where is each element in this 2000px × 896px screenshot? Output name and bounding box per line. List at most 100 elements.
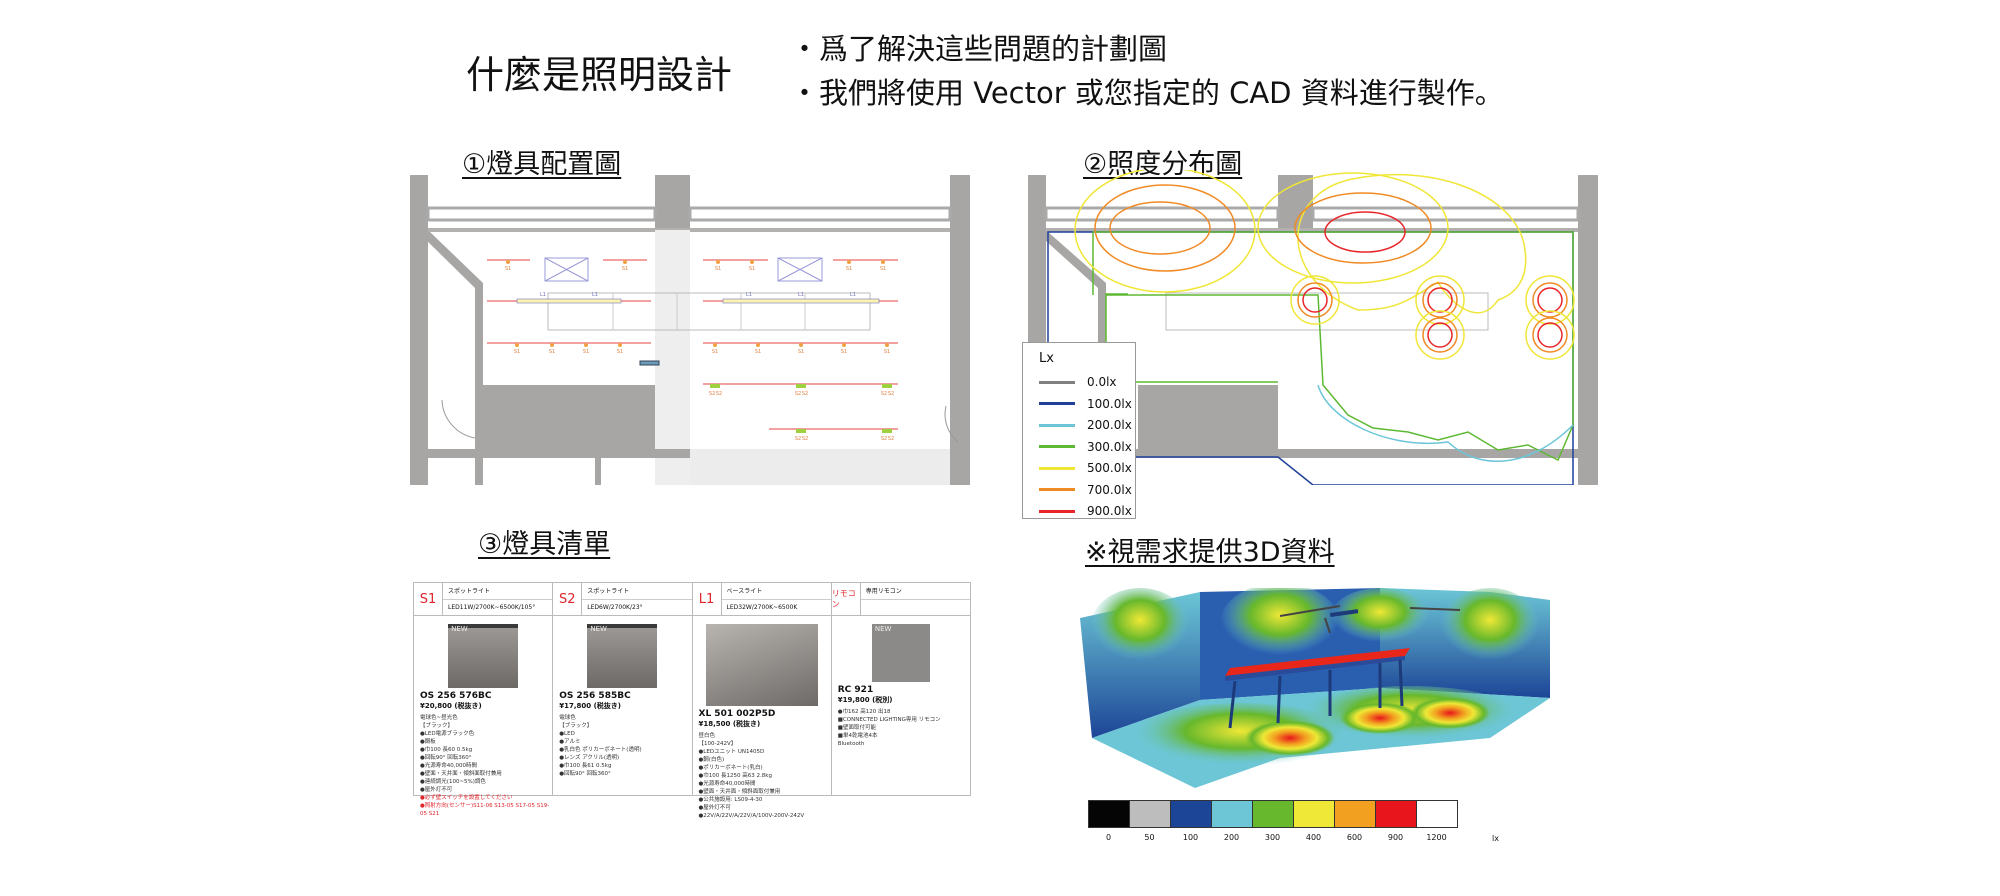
s1-label: S1 bbox=[505, 266, 511, 272]
s1-label: S1 bbox=[841, 349, 847, 355]
product-image: NEW bbox=[448, 624, 519, 688]
detail-line: 電球色 bbox=[559, 715, 576, 721]
s1-spotlight-icon bbox=[623, 260, 627, 264]
contour-900 bbox=[1427, 322, 1453, 348]
s1-spotlight-icon bbox=[750, 260, 754, 264]
color-scale-swatch bbox=[1212, 801, 1253, 827]
legend-swatch bbox=[1039, 423, 1075, 427]
legend-swatch bbox=[1039, 402, 1075, 405]
product-spec: LED32W/2700K~6500K bbox=[726, 603, 798, 611]
color-scale-swatch bbox=[1417, 801, 1457, 827]
product-details: 昼白色【100-242V】●LEDユニット UN1405D●鋼(白色)●ポリカー… bbox=[699, 732, 831, 820]
legend-label: 200.0lx bbox=[1087, 418, 1132, 432]
s1-spotlight-icon bbox=[515, 343, 519, 347]
contour-900 bbox=[1537, 287, 1563, 313]
legend-item: 100.0lx bbox=[1039, 397, 1132, 411]
color-scale-swatch bbox=[1171, 801, 1212, 827]
s1-label: S1 bbox=[622, 266, 628, 272]
s1-spotlight-icon bbox=[618, 343, 622, 347]
s2-label: S2 bbox=[802, 436, 808, 442]
product-image: NEW bbox=[871, 624, 930, 682]
product-code: L1 bbox=[693, 583, 722, 615]
color-scale-label: 400 bbox=[1305, 833, 1322, 842]
color-scale-swatch bbox=[1089, 801, 1130, 827]
contour-500 bbox=[1525, 310, 1575, 360]
contour-500 bbox=[1415, 310, 1465, 360]
detail-line: ●LEDユニット UN1405D bbox=[698, 749, 765, 755]
warning-line: ●必ず壁スイッチを設置してください bbox=[420, 795, 513, 801]
s2-label: S2 bbox=[881, 391, 887, 397]
s1-spotlight-icon bbox=[799, 343, 803, 347]
l1-label: L1 bbox=[540, 292, 546, 298]
s2-label: S2 bbox=[709, 391, 715, 397]
product-price: ¥17,800 (税抜き) bbox=[559, 702, 621, 710]
detail-line: ●光源寿命40,000時間 bbox=[420, 763, 478, 769]
product-type: スポットライト bbox=[582, 583, 692, 600]
legend-item: 900.0lx bbox=[1039, 504, 1132, 518]
color-scale-swatch bbox=[1253, 801, 1294, 827]
legend-label: 900.0lx bbox=[1087, 504, 1132, 518]
l1-label: L1 bbox=[798, 292, 804, 298]
contour-500 bbox=[1525, 275, 1575, 325]
legend-swatch bbox=[1039, 445, 1075, 448]
detail-line: ●壁面・天井面・傾斜面取付兼用 bbox=[420, 771, 502, 777]
section-title-distribution: ②照度分布圖 bbox=[1083, 149, 1243, 180]
product-model: RC 921 bbox=[837, 685, 874, 695]
color-scale-swatch bbox=[1130, 801, 1171, 827]
product-code: リモコン bbox=[832, 583, 861, 615]
s1-label: S1 bbox=[617, 349, 623, 355]
s2-label: S2 bbox=[802, 391, 808, 397]
s1-label: S1 bbox=[755, 349, 761, 355]
s1-label: S1 bbox=[798, 349, 804, 355]
floor-plan-walls bbox=[410, 175, 970, 485]
detail-line: ●レンズ アクリル(透明) bbox=[559, 755, 620, 761]
detail-line: ●巾100 長1250 高63 2.8kg bbox=[698, 773, 772, 779]
s1-spotlight-icon bbox=[847, 260, 851, 264]
s1-spotlight-icon bbox=[881, 260, 885, 264]
s2-label: S2 bbox=[881, 436, 887, 442]
product-spec: LED6W/2700K/23° bbox=[587, 603, 643, 611]
legend-item: 300.0lx bbox=[1039, 440, 1132, 454]
contour-900 bbox=[1302, 287, 1328, 313]
color-scale-swatch bbox=[1335, 801, 1376, 827]
s2-label: S2 bbox=[795, 391, 801, 397]
product-code: S1 bbox=[414, 583, 443, 615]
detail-line: ●光源寿命40,000時間 bbox=[698, 781, 756, 787]
color-scale-label: 50 bbox=[1144, 833, 1155, 842]
bullet-purpose: 爲了解決這些問題的計劃圖 bbox=[790, 26, 1167, 68]
product-model: OS 256 576BC bbox=[420, 691, 492, 701]
detail-line: ■壁面取付可能 bbox=[837, 725, 876, 731]
detail-line: ●鋼板 bbox=[420, 739, 436, 745]
product-type: スポットライト bbox=[443, 583, 553, 600]
s2-spotlight-icon bbox=[710, 384, 720, 388]
legend-item: 0.0lx bbox=[1039, 375, 1117, 389]
s1-label: S1 bbox=[884, 349, 890, 355]
legend-swatch bbox=[1039, 509, 1075, 513]
s1-spotlight-icon bbox=[584, 343, 588, 347]
l1-label: L1 bbox=[850, 292, 856, 298]
color-scale-swatch bbox=[1294, 801, 1335, 827]
detail-line: ●巾100 長61 0.5kg bbox=[559, 763, 612, 769]
detail-line: ■CONNECTED LIGHTING専用 リモコン bbox=[837, 717, 941, 723]
legend-swatch bbox=[1039, 380, 1075, 384]
detail-line: ●アルミ bbox=[559, 739, 581, 745]
detail-line: ●屋外灯不可 bbox=[420, 787, 453, 793]
s1-spotlight-icon bbox=[842, 343, 846, 347]
product-details: ●巾162 高120 出18■CONNECTED LIGHTING専用 リモコン… bbox=[838, 708, 970, 748]
detail-line: Bluetooth bbox=[837, 741, 865, 747]
color-scale-swatch bbox=[1376, 801, 1417, 827]
product-model: OS 256 585BC bbox=[559, 691, 631, 701]
product-type: ベースライト bbox=[721, 583, 831, 600]
new-badge: NEW bbox=[451, 625, 468, 633]
detail-line: 【ブラック】 bbox=[420, 723, 454, 729]
color-scale-label: 300 bbox=[1264, 833, 1281, 842]
legend-swatch bbox=[1039, 488, 1075, 491]
product-header: リモコン専用リモコン bbox=[831, 583, 970, 616]
legend-item: 500.0lx bbox=[1039, 461, 1132, 475]
legend-label: 500.0lx bbox=[1087, 461, 1132, 475]
s1-spotlight-icon bbox=[713, 343, 717, 347]
